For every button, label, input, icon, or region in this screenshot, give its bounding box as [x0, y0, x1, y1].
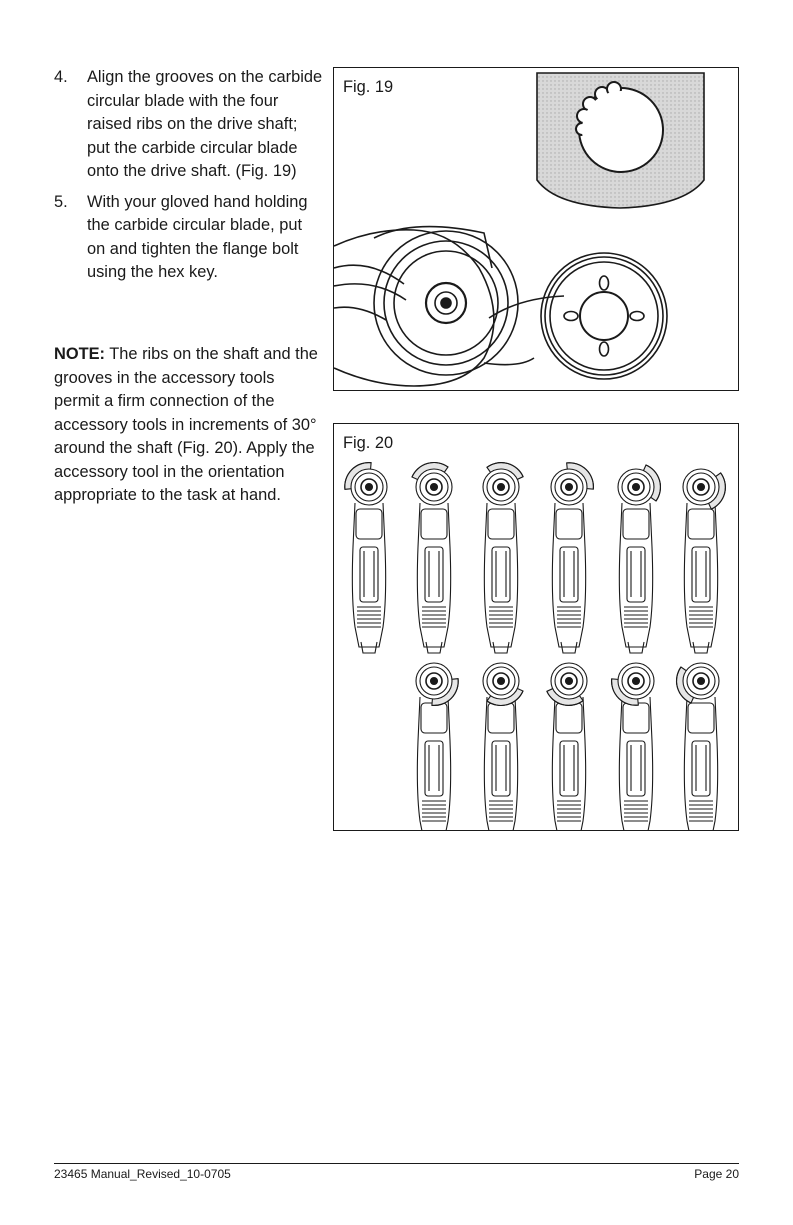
step-number: 5.: [54, 192, 68, 211]
flange-washer-illustration: [540, 252, 668, 380]
grinder-tool: [344, 462, 388, 654]
figure-20: Fig. 20: [333, 423, 739, 831]
tool-head-illustration: [334, 225, 565, 387]
grinder-tool: [546, 662, 588, 830]
grinder-tool: [617, 464, 662, 654]
step-text: With your gloved hand holding the carbid…: [87, 192, 308, 282]
step-5: 5. With your gloved hand holding the car…: [54, 191, 324, 285]
step-number: 4.: [54, 68, 68, 86]
tool-orientation-grid: [344, 461, 726, 830]
step-text: Align the grooves on the carbide circula…: [87, 68, 323, 180]
grinder-tool: [682, 468, 726, 654]
note-text: The ribs on the shaft and the grooves in…: [54, 345, 318, 504]
grinder-tool: [550, 462, 594, 654]
step-4: 4. Align the grooves on the carbide circ…: [54, 66, 324, 184]
instruction-steps: 4. Align the grooves on the carbide circ…: [54, 66, 324, 292]
blade-mount-illustration: [334, 72, 705, 387]
grinder-tool: [482, 462, 524, 654]
figure-label: Fig. 20: [343, 434, 394, 452]
footer-rule: [54, 1163, 739, 1165]
grinder-tool: [482, 662, 524, 830]
footer-document-id: 23465 Manual_Revised_10-0705: [54, 1167, 231, 1181]
grinder-tool: [415, 662, 459, 830]
figure-label: Fig. 19: [343, 78, 394, 96]
grinder-tool: [411, 461, 453, 654]
note: NOTE: The ribs on the shaft and the groo…: [54, 343, 324, 508]
grinder-tool: [611, 662, 655, 830]
figure-19: Fig. 19: [333, 67, 739, 391]
grinder-tool: [675, 662, 720, 830]
blade-detail-inset: [536, 72, 705, 209]
footer-page-number: Page 20: [694, 1167, 739, 1181]
note-label: NOTE:: [54, 345, 105, 363]
